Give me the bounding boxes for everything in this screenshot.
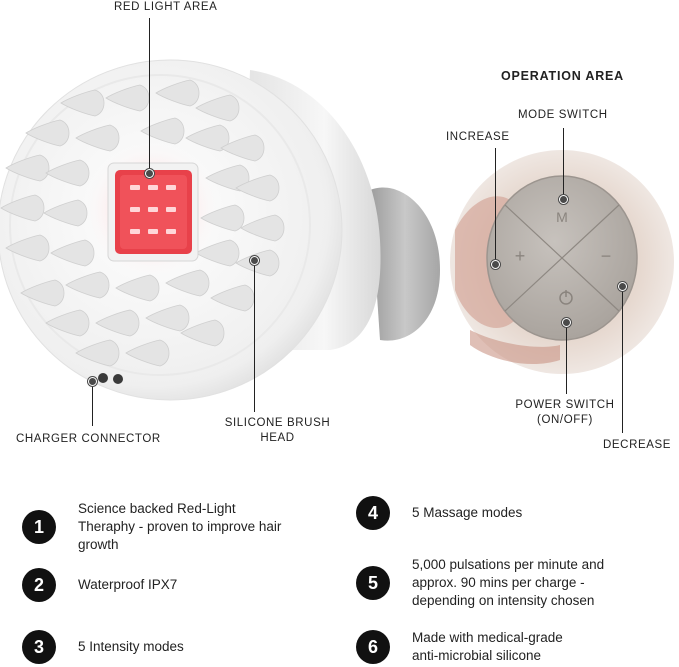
device-illustration: M + − — [0, 59, 674, 401]
charger-dot — [88, 377, 97, 386]
brush-head-dot — [250, 256, 259, 265]
mode-switch-label: MODE SWITCH — [518, 109, 608, 121]
increase-label: INCREASE — [446, 131, 510, 143]
decrease-dot — [618, 282, 627, 291]
charger-connector-label: CHARGER CONNECTOR — [16, 433, 161, 445]
charger-line — [92, 382, 93, 426]
feature-number-badge: 6 — [356, 630, 390, 664]
power-switch-line — [566, 324, 567, 394]
silicone-brush-head-label: SILICONE BRUSH HEAD — [224, 417, 331, 444]
red-light-line — [149, 18, 150, 173]
operation-area-image: M + − — [450, 150, 674, 374]
feature-number-badge: 3 — [22, 630, 56, 664]
mode-switch-line — [563, 128, 564, 198]
decrease-label: DECREASE — [603, 439, 672, 451]
mode-switch-dot — [559, 195, 568, 204]
increase-line — [495, 148, 496, 264]
feature-item-3: 3 5 Intensity modes — [22, 630, 184, 664]
feature-number-badge: 4 — [356, 496, 390, 530]
feature-number-badge: 5 — [356, 566, 390, 600]
feature-item-1: 1 Science backed Red-Light Theraphy - pr… — [22, 500, 281, 554]
red-light-panel — [107, 162, 199, 262]
increase-dot — [491, 260, 500, 269]
svg-text:+: + — [515, 246, 526, 266]
feature-item-6: 6 Made with medical-grade anti-microbial… — [356, 629, 563, 665]
red-light-area-label: RED LIGHT AREA — [114, 1, 218, 13]
brush-head-line — [254, 262, 255, 412]
feature-item-4: 4 5 Massage modes — [356, 496, 522, 530]
feature-text: Waterproof IPX7 — [78, 577, 178, 592]
feature-item-2: 2 Waterproof IPX7 — [22, 568, 177, 602]
power-switch-label: POWER SWITCH (ON/OFF) — [515, 399, 615, 426]
feature-text: 5 Massage modes — [412, 505, 523, 520]
feature-number-badge: 1 — [22, 510, 56, 544]
red-light-dot — [145, 169, 154, 178]
feature-text: 5 Intensity modes — [78, 639, 184, 654]
svg-text:M: M — [556, 209, 568, 225]
feature-text: Made with medical-grade anti-microbial s… — [412, 630, 563, 663]
operation-area-heading: OPERATION AREA — [501, 69, 625, 83]
power-switch-dot — [562, 318, 571, 327]
feature-text: 5,000 pulsations per minute and approx. … — [412, 557, 605, 608]
feature-number-badge: 2 — [22, 568, 56, 602]
feature-text: Science backed Red-Light Theraphy - prov… — [78, 501, 282, 552]
feature-item-5: 5 5,000 pulsations per minute and approx… — [356, 556, 604, 610]
decrease-line — [622, 288, 623, 433]
svg-text:−: − — [601, 246, 612, 266]
